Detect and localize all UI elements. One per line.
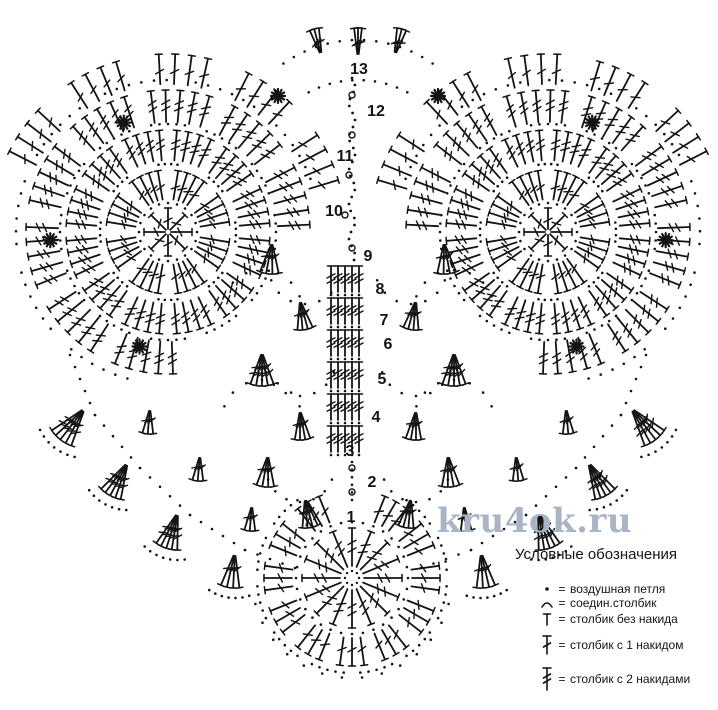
legend-label: столбик с 1 накидом <box>570 638 684 652</box>
round-number-6: 6 <box>383 336 393 353</box>
round-number-12: 12 <box>367 103 385 120</box>
legend-item-tr: = столбик с 2 накидами <box>538 666 690 692</box>
legend-item-sc: = столбик без накида <box>538 611 690 627</box>
equals-sign: = <box>558 638 566 652</box>
round-number-2: 2 <box>367 474 377 491</box>
legend-item-slip: = соедин.столбик <box>538 597 690 609</box>
equals-sign: = <box>558 672 566 686</box>
tr-stitch-icon <box>538 666 556 692</box>
legend: = воздушная петля = соедин.столбик = столбик … <box>538 583 690 694</box>
dc-stitch-icon <box>538 634 556 656</box>
equals-sign: = <box>558 596 566 610</box>
round-number-11: 11 <box>336 148 354 165</box>
round-number-3: 3 <box>345 443 355 460</box>
round-number-1: 1 <box>346 509 356 526</box>
watermark: kru4ok.ru <box>437 501 633 541</box>
equals-sign: = <box>558 582 566 596</box>
equals-sign: = <box>558 612 566 626</box>
round-number-8: 8 <box>375 281 385 298</box>
round-number-9: 9 <box>363 248 373 265</box>
round-number-13: 13 <box>350 61 368 78</box>
legend-label: столбик с 2 накидами <box>570 672 691 686</box>
legend-item-chain: = воздушная петля <box>538 583 690 595</box>
round-number-10: 10 <box>325 203 343 220</box>
legend-label: соедин.столбик <box>570 596 657 610</box>
legend-title: Условные обозначения <box>515 546 678 563</box>
chain-stitch-icon <box>538 584 556 594</box>
legend-label: воздушная петля <box>570 582 666 596</box>
round-number-5: 5 <box>377 371 387 388</box>
round-number-4: 4 <box>371 409 381 426</box>
legend-label: столбик без накида <box>570 612 678 626</box>
legend-item-dc: = столбик с 1 накидом <box>538 634 690 656</box>
sc-stitch-icon <box>538 611 556 627</box>
slip-stitch-icon <box>538 597 556 609</box>
round-number-7: 7 <box>379 312 389 329</box>
